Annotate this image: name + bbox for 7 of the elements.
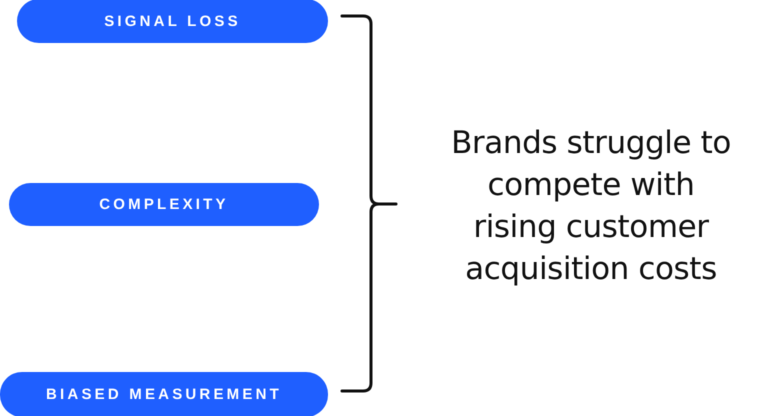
category-pill (0, 372, 328, 416)
pill-label: COMPLEXITY (99, 196, 229, 213)
pill-label: SIGNAL LOSS (104, 12, 241, 30)
pill-label: BIASED MEASUREMENT (46, 386, 282, 403)
category-pill (17, 0, 328, 43)
statement-text: Brands struggle to compete with rising customer acquisition costs (450, 124, 732, 289)
category-pill (9, 183, 319, 226)
